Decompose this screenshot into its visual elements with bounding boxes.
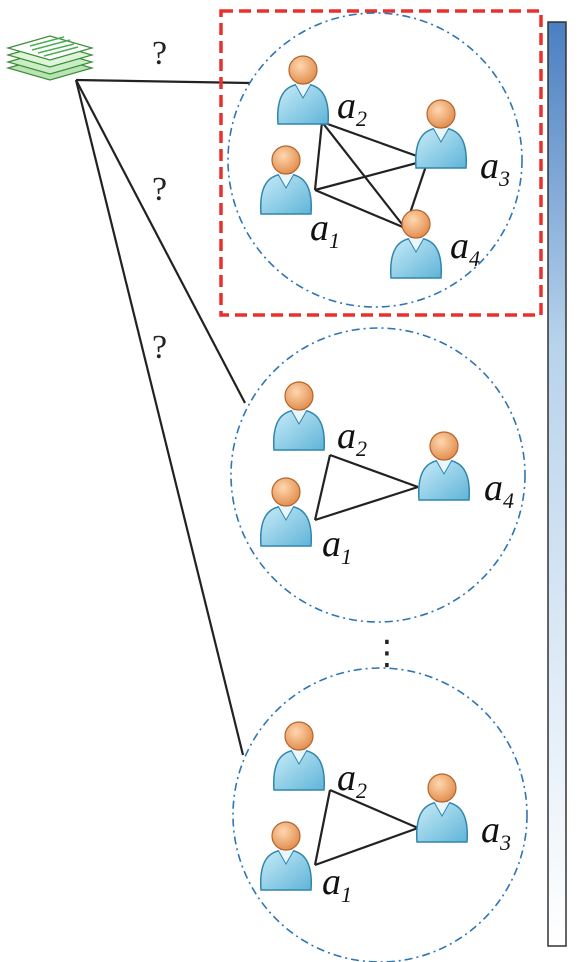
member-label: a2	[337, 757, 367, 803]
group-circle	[227, 12, 523, 308]
member-label: a1	[322, 523, 352, 569]
member-label: a3	[481, 809, 511, 855]
edge-label-2: ?	[152, 171, 167, 208]
group-circle	[232, 667, 528, 962]
member-label: a3	[480, 145, 510, 191]
member-label: a4	[484, 467, 514, 513]
edge-to-group-3	[74, 79, 245, 756]
person-icon	[417, 431, 471, 501]
member-label: a2	[337, 85, 367, 131]
group-circle	[230, 327, 526, 623]
person-icon	[259, 145, 313, 215]
edge-to-group-2	[75, 79, 246, 404]
edge-label-3: ?	[152, 329, 167, 366]
person-icon	[276, 55, 330, 125]
person-icon	[272, 381, 326, 451]
group-1: a2 a3 a1 a4	[227, 12, 523, 308]
more-groups-ellipsis: ⋮	[370, 633, 404, 673]
group-2: a2 a4 a1	[230, 327, 526, 623]
edge-label-1: ?	[152, 35, 167, 72]
group-3: a2 a3 a1	[232, 667, 528, 962]
member-label: a1	[310, 207, 340, 253]
person-icon	[259, 477, 313, 547]
selected-group-highlight	[219, 9, 543, 317]
priority-gradient-bar	[547, 21, 567, 947]
person-icon	[415, 773, 469, 843]
person-icon	[414, 99, 468, 169]
member-label: a2	[337, 415, 367, 461]
person-icon	[272, 721, 326, 791]
edge-to-group-1	[75, 78, 251, 85]
document-stack-icon	[5, 35, 95, 81]
person-icon	[259, 821, 313, 891]
member-label: a4	[450, 225, 480, 271]
member-label: a1	[322, 861, 352, 907]
